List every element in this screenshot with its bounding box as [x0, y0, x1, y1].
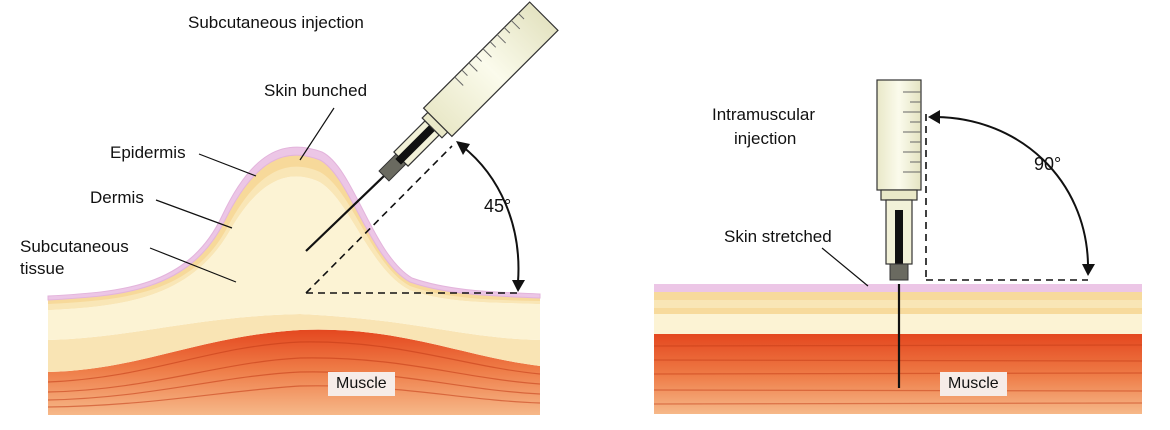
label-muscle-left: Muscle: [328, 372, 395, 396]
arrowhead-bottom-right: [1082, 264, 1095, 276]
intramuscular-title-line1: Intramuscular: [712, 105, 815, 124]
label-angle-90: 90°: [1034, 154, 1062, 174]
label-pointers-left: [149, 107, 335, 283]
subcutaneous-tissue: [48, 176, 540, 340]
muscle-fibers-left: [48, 341, 540, 408]
subcutaneous-title: Subcutaneous injection: [188, 13, 364, 32]
label-subcutaneous-line1: Subcutaneous: [20, 237, 129, 256]
syringe-right: [876, 79, 922, 281]
subcutaneous-panel: [47, 1, 559, 415]
epidermis-layer: [47, 146, 541, 301]
label-skin-stretched: Skin stretched: [724, 227, 832, 246]
label-muscle-right: Muscle: [940, 372, 1007, 396]
intramuscular-title-line2: injection: [734, 129, 797, 148]
arrowhead-top-left: [456, 141, 470, 155]
angle-guides-left: [305, 145, 520, 294]
syringe-left: [378, 1, 559, 182]
label-subcutaneous-line2: tissue: [20, 259, 65, 278]
angle-arc-left: [461, 145, 520, 283]
angle-arc-right: [935, 116, 1089, 265]
needle-left: [305, 175, 385, 252]
intramuscular-panel: [653, 79, 1143, 414]
label-pointer-skin-stretched: [821, 247, 869, 287]
angle-guides-right: [925, 114, 1088, 281]
label-skin-bunched: Skin bunched: [264, 81, 368, 100]
label-dermis: Dermis: [90, 188, 144, 207]
fat-band-left: [48, 314, 540, 372]
arrowhead-top-right: [928, 110, 940, 124]
label-angle-45: 45°: [484, 196, 512, 216]
arrowhead-bottom-left: [512, 280, 525, 292]
label-epidermis: Epidermis: [110, 143, 186, 162]
